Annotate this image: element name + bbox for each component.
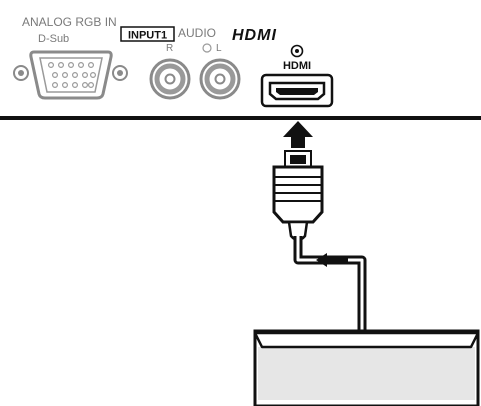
dsub-label: D-Sub	[38, 33, 69, 45]
hdmi-logo: HDMI	[232, 27, 277, 44]
audio-r-label: R	[166, 43, 173, 54]
hdmi-cable-plug	[272, 150, 324, 242]
input1-label: INPUT1	[128, 30, 167, 42]
analog-rgb-in-label: ANALOG RGB IN	[22, 15, 117, 29]
audio-jack-l	[199, 58, 241, 100]
dsub-pins	[47, 61, 96, 88]
arrow-left-icon	[316, 253, 348, 267]
hdmi-icon	[290, 44, 304, 58]
hdmi-port-label: HDMI	[283, 60, 311, 72]
audio-indicator-icon	[202, 43, 212, 53]
source-device	[253, 329, 480, 406]
audio-l-label: L	[216, 43, 222, 54]
audio-label: AUDIO	[178, 26, 216, 40]
dsub-connector	[13, 50, 128, 100]
input1-box	[120, 26, 175, 42]
hdmi-port	[260, 73, 334, 108]
connector-panel: ANALOG RGB IN D-Sub INPUT1 AUDIO R L HDM…	[0, 0, 481, 120]
arrow-up-icon	[283, 121, 313, 148]
hdmi-cable	[293, 236, 367, 331]
audio-jack-r	[149, 58, 191, 100]
